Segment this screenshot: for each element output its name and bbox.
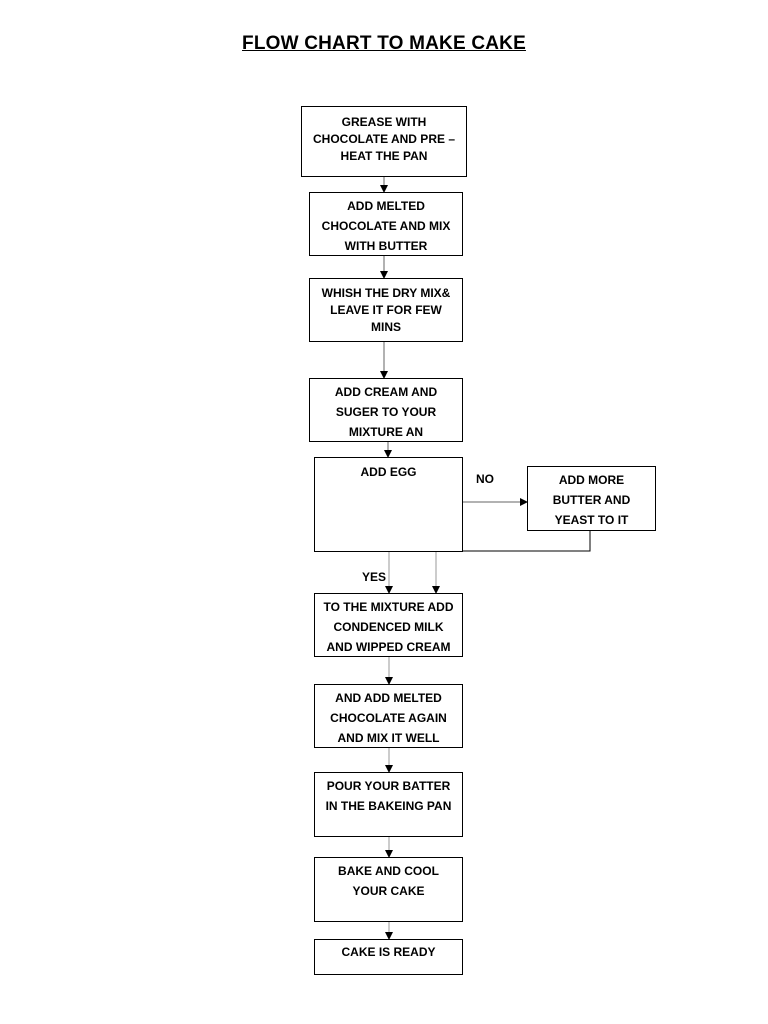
step-add-cream-sugar: ADD CREAM AND SUGER TO YOUR MIXTURE AN [309,378,463,442]
label-yes: YES [362,570,387,584]
step-pour-batter: POUR YOUR BATTER IN THE BAKEING PAN [314,772,463,837]
page-title: FLOW CHART TO MAKE CAKE [242,33,526,54]
step-grease-pan: GREASE WITH CHOCOLATE AND PRE – HEAT THE… [301,106,467,177]
step-bake-and-cool: BAKE AND COOL YOUR CAKE [314,857,463,922]
step-add-melted-chocolate-again: AND ADD MELTED CHOCOLATE AGAIN AND MIX I… [314,684,463,748]
step-add-melted-chocolate: ADD MELTED CHOCOLATE AND MIX WITH BUTTER [309,192,463,256]
loop-more-butter-return [463,531,591,552]
step-add-more-butter: ADD MORE BUTTER AND YEAST TO IT [527,466,656,531]
label-no: NO [476,472,494,486]
step-whisk-dry-mix: WHISH THE DRY MIX& LEAVE IT FOR FEW MINS [309,278,463,342]
step-add-condensed-milk: TO THE MIXTURE ADD CONDENCED MILK AND WI… [314,593,463,657]
step-cake-ready: CAKE IS READY [314,939,463,975]
decision-add-egg: ADD EGG [314,457,463,552]
